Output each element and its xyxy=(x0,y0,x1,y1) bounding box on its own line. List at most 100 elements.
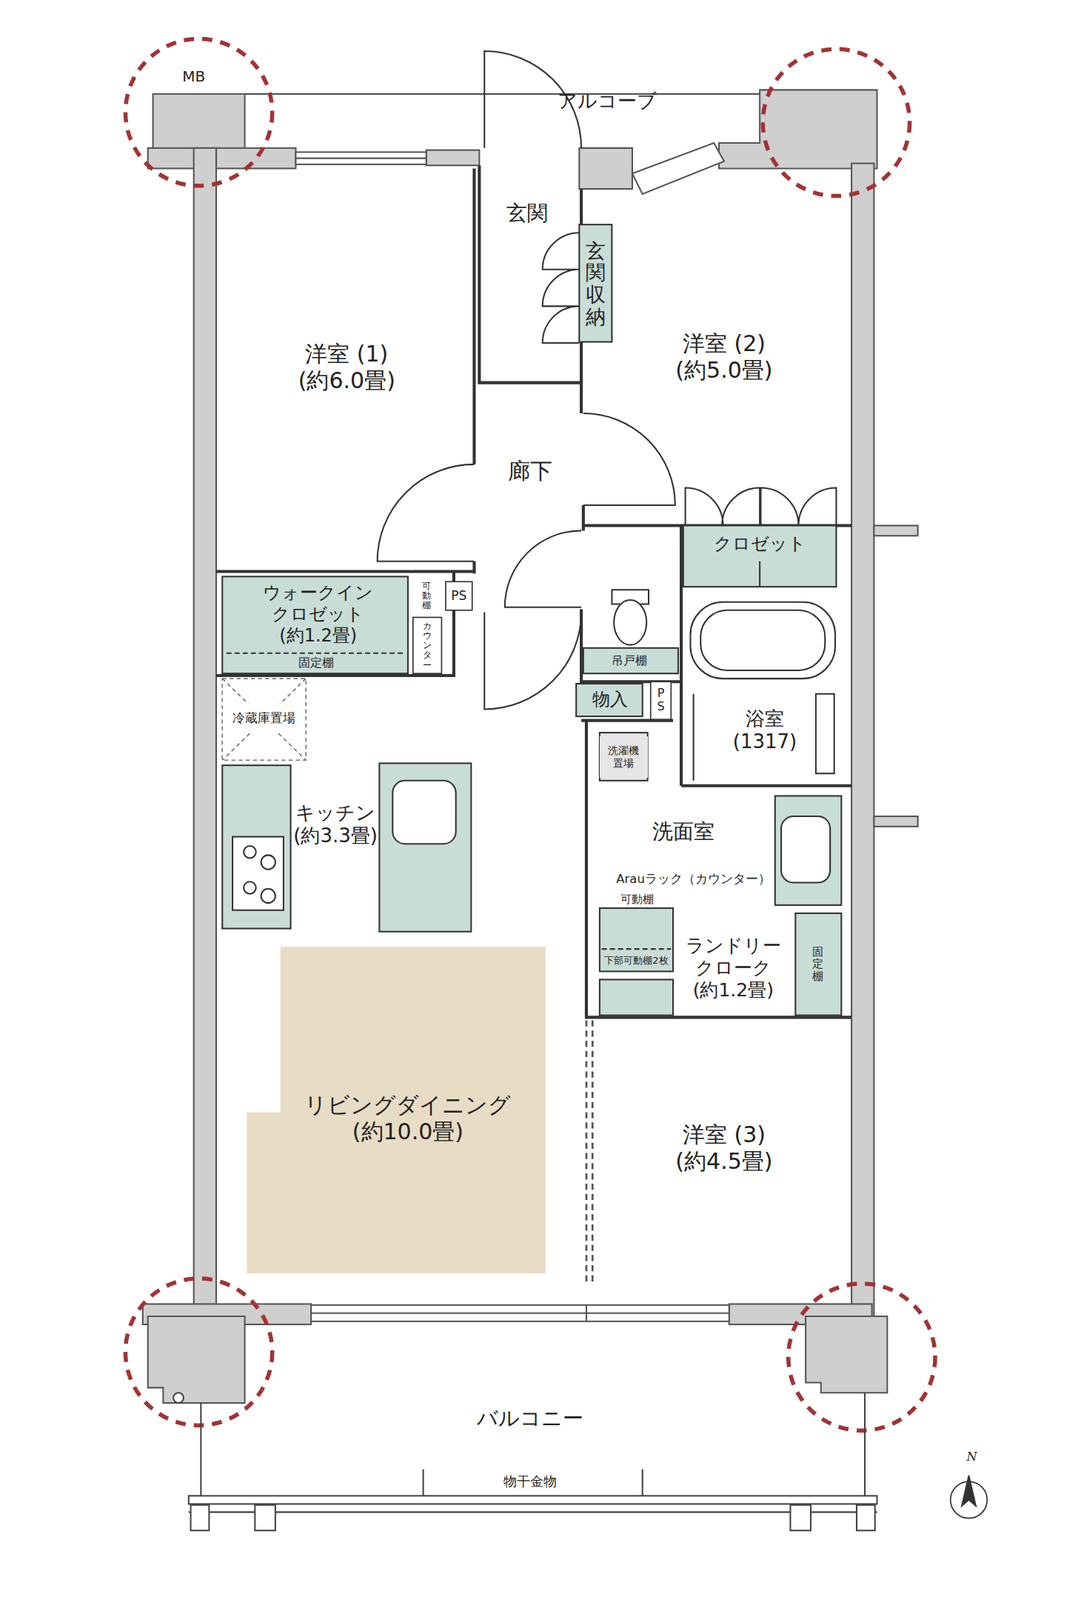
room-label: ウォークイン クロゼット(約1.2畳) xyxy=(224,577,413,651)
room-label: バルコニー xyxy=(418,1394,643,1441)
sliding-door xyxy=(586,1020,593,1284)
equipment xyxy=(392,780,456,844)
room-name: リビングダイニング xyxy=(304,1091,511,1119)
fixture xyxy=(599,978,674,1015)
balcony-rail xyxy=(191,1504,210,1530)
room-label: 冷蔵庫置場 xyxy=(224,703,304,733)
fixture xyxy=(222,224,842,1015)
equipment xyxy=(690,601,836,679)
room-name: ランドリー クローク xyxy=(673,934,793,979)
plan-note: 固定棚 xyxy=(812,945,824,983)
equipment xyxy=(599,732,648,781)
room-area: (約1.2畳) xyxy=(279,624,357,647)
partition-wall xyxy=(216,165,852,1017)
structure-marker xyxy=(788,1283,936,1430)
room-area: (約10.0畳) xyxy=(352,1118,464,1145)
wall xyxy=(148,148,297,169)
fixture xyxy=(775,795,842,905)
room-label: 廊下 xyxy=(487,448,574,494)
room-area: (約5.0畳) xyxy=(675,356,773,384)
room-name: 廊下 xyxy=(507,457,553,485)
room-label: 洗濯機 置場 xyxy=(599,735,648,777)
equipment xyxy=(243,881,257,894)
room-label: 洗面室 xyxy=(627,810,740,852)
ldk-floor xyxy=(246,946,546,1273)
shaft-box xyxy=(650,681,672,719)
room-name: 洋室 (3) xyxy=(682,1120,766,1148)
door-swing xyxy=(504,530,582,607)
room-label: 洋室 (3)(約4.5畳) xyxy=(611,1096,836,1199)
ldk-floor xyxy=(246,946,546,1273)
plan-note: N xyxy=(966,1449,978,1464)
alcove-outline xyxy=(245,93,761,95)
balcony-rail xyxy=(173,1391,184,1403)
wall xyxy=(148,1315,246,1403)
room-name: ウォークイン クロゼット xyxy=(224,581,413,625)
wall xyxy=(805,1315,888,1392)
room-label: 洋室 (2)(約5.0畳) xyxy=(611,305,836,408)
fixture xyxy=(758,561,761,587)
room-label: ランドリー クローク(約1.2畳) xyxy=(673,923,793,1013)
fixture xyxy=(683,524,837,587)
compass xyxy=(950,1474,988,1518)
door-swing xyxy=(542,232,580,343)
equipment xyxy=(693,693,695,781)
equipment xyxy=(232,836,284,910)
room-name: 洋室 (2) xyxy=(682,330,766,357)
equipment xyxy=(700,610,825,671)
room-label: 物入 xyxy=(578,685,642,715)
wall xyxy=(579,148,633,189)
shaft-box xyxy=(445,581,473,611)
structure-marker xyxy=(125,38,272,186)
room-area: (1317) xyxy=(733,730,797,753)
window xyxy=(295,142,729,1321)
fixture xyxy=(379,762,471,931)
room-label: 玄関 xyxy=(491,195,563,231)
window xyxy=(295,151,426,165)
structure-marker xyxy=(762,48,910,196)
plan-note: カウンター xyxy=(422,621,432,671)
equipment xyxy=(815,693,835,773)
room-label: 洋室 (1)(約6.0畳) xyxy=(229,305,465,428)
equipment xyxy=(243,845,257,859)
room-name: クロゼット xyxy=(713,533,807,555)
plan-note: 固定棚 xyxy=(298,656,334,670)
window xyxy=(295,157,426,160)
equipment xyxy=(232,589,836,910)
shaft-box xyxy=(413,616,443,674)
equipment xyxy=(261,888,276,903)
room-area: (約6.0畳) xyxy=(298,367,396,394)
room-name: 洋室 (1) xyxy=(305,340,388,368)
window xyxy=(632,142,725,194)
fixture xyxy=(583,647,679,674)
plan-note: 下部可動棚2枚 xyxy=(604,955,668,967)
wall xyxy=(851,163,874,1321)
room-label: リビングダイニング(約10.0畳) xyxy=(275,1068,541,1167)
room-label: 浴室(1317) xyxy=(693,701,837,759)
fixture xyxy=(222,764,291,928)
plan-note: Arauラック（カウンター） xyxy=(616,872,771,887)
room-name: 浴室 xyxy=(745,707,785,731)
balcony-rail xyxy=(200,1391,865,1496)
plan-note: 可動棚 xyxy=(620,892,654,906)
fixture xyxy=(599,907,674,971)
plan-note: PS xyxy=(450,588,467,604)
balcony-rail xyxy=(188,1494,878,1504)
partition-wall xyxy=(216,165,852,1017)
balcony-rail xyxy=(790,1504,811,1530)
fridge-space xyxy=(222,678,306,760)
wall xyxy=(193,148,217,1321)
balcony-rail xyxy=(173,1391,877,1530)
compass xyxy=(961,1474,976,1506)
plan-note: PS xyxy=(655,686,668,713)
room-name: アルコーブ xyxy=(557,89,657,113)
fixture xyxy=(226,652,406,654)
door-swing xyxy=(583,413,676,505)
door-swing xyxy=(685,487,837,526)
window xyxy=(310,1304,730,1321)
room-area: (約4.5畳) xyxy=(675,1147,773,1175)
alcove-outline xyxy=(245,93,761,95)
wall xyxy=(873,524,918,536)
